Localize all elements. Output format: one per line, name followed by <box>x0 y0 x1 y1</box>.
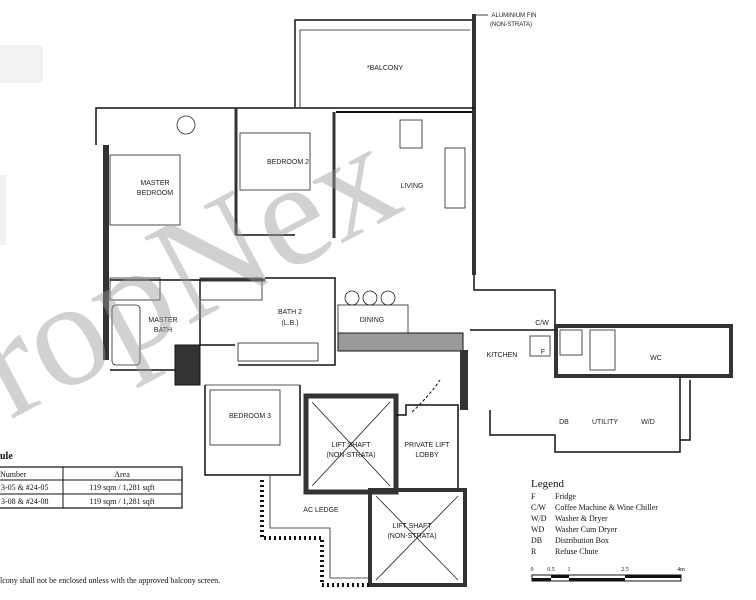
schedule-cell: 119 sqm / 1,281 sqft <box>89 497 155 506</box>
scale-tick: 1 <box>568 567 571 573</box>
side-panel <box>0 45 43 83</box>
label-bath-2: BATH 2 <box>278 309 302 316</box>
legend-label: Washer & Dryer <box>555 514 608 523</box>
legend-label: Distribution Box <box>555 536 609 545</box>
legend-code: DB <box>531 536 542 545</box>
label-wc: WC <box>650 355 662 362</box>
label-lift-shaft-2: LIFT SHAFT <box>392 523 432 530</box>
legend-code: W/D <box>531 514 547 523</box>
label-dining: DINING <box>360 317 385 324</box>
schedule-cell: 3-08 & #24-08 <box>1 497 49 506</box>
label-master-bath: MASTER <box>148 317 177 324</box>
legend-label: Coffee Machine & Wine Chiller <box>555 503 658 512</box>
legend-label: Refuse Chute <box>555 547 599 556</box>
schedule-header-area: Area <box>114 470 130 479</box>
label-cw: C/W <box>535 320 549 327</box>
label-master-bedroom: BEDROOM <box>137 190 173 197</box>
label-f: F <box>541 349 545 356</box>
label-bedroom-3: BEDROOM 3 <box>229 413 271 420</box>
schedule-title: ule <box>0 451 13 462</box>
label-bedroom-2: BEDROOM 2 <box>267 159 309 166</box>
label-ac-ledge: AC LEDGE <box>303 507 339 514</box>
unit-schedule: ule Number Area 3-05 & #24-05 119 sqm / … <box>0 451 183 509</box>
scale-tick: 0 <box>531 567 534 573</box>
label-lift-shaft-1: LIFT SHAFT <box>331 442 371 449</box>
balcony <box>294 14 488 275</box>
label-lift-shaft-1: (NON-STRATA) <box>326 452 375 459</box>
label-kitchen: KITCHEN <box>487 352 518 359</box>
legend-code: F <box>531 492 536 501</box>
schedule-cell: 3-05 & #24-05 <box>1 483 49 492</box>
schedule-cell: 119 sqm / 1,281 sqft <box>89 483 155 492</box>
furniture <box>109 115 616 446</box>
fin-label: (NON-STRATA) <box>490 22 532 28</box>
schedule-header-number: Number <box>0 470 27 479</box>
label-lift-shaft-2: (NON-STRATA) <box>387 533 436 540</box>
label-balcony: *BALCONY <box>367 65 404 72</box>
scale-tick: 0.5 <box>547 567 555 573</box>
balcony-note: lcony shall not be enclosed unless with … <box>0 576 220 585</box>
side-panel <box>0 175 6 245</box>
label-bath-2-sub: (L.B.) <box>281 320 298 327</box>
scale-tick: 2.5 <box>621 567 629 573</box>
label-wd: W/D <box>641 419 655 426</box>
legend-code: WD <box>531 525 545 534</box>
legend-code: C/W <box>531 503 547 512</box>
label-db: DB <box>559 419 569 426</box>
unit-walls <box>95 107 733 587</box>
label-master-bath: BATH <box>154 327 172 334</box>
room-labels: *BALCONY MASTER BEDROOM BEDROOM 2 LIVING… <box>137 13 662 540</box>
legend: Legend F Fridge C/W Coffee Machine & Win… <box>531 478 658 556</box>
legend-code: R <box>531 547 537 556</box>
label-living: LIVING <box>401 183 424 190</box>
scale-tick: 4m <box>677 567 685 573</box>
scale-bar: 0 0.5 1 2.5 4m <box>531 567 685 582</box>
legend-title: Legend <box>531 478 564 490</box>
label-utility: UTILITY <box>592 419 618 426</box>
label-master-bedroom: MASTER <box>140 180 169 187</box>
fin-label: ALUMINIUM FIN <box>492 13 537 19</box>
legend-label: Fridge <box>555 492 576 501</box>
label-private-lift-lobby: PRIVATE LIFT <box>404 442 450 449</box>
label-private-lift-lobby: LOBBY <box>415 452 439 459</box>
legend-label: Washer Cum Dryer <box>555 525 617 534</box>
